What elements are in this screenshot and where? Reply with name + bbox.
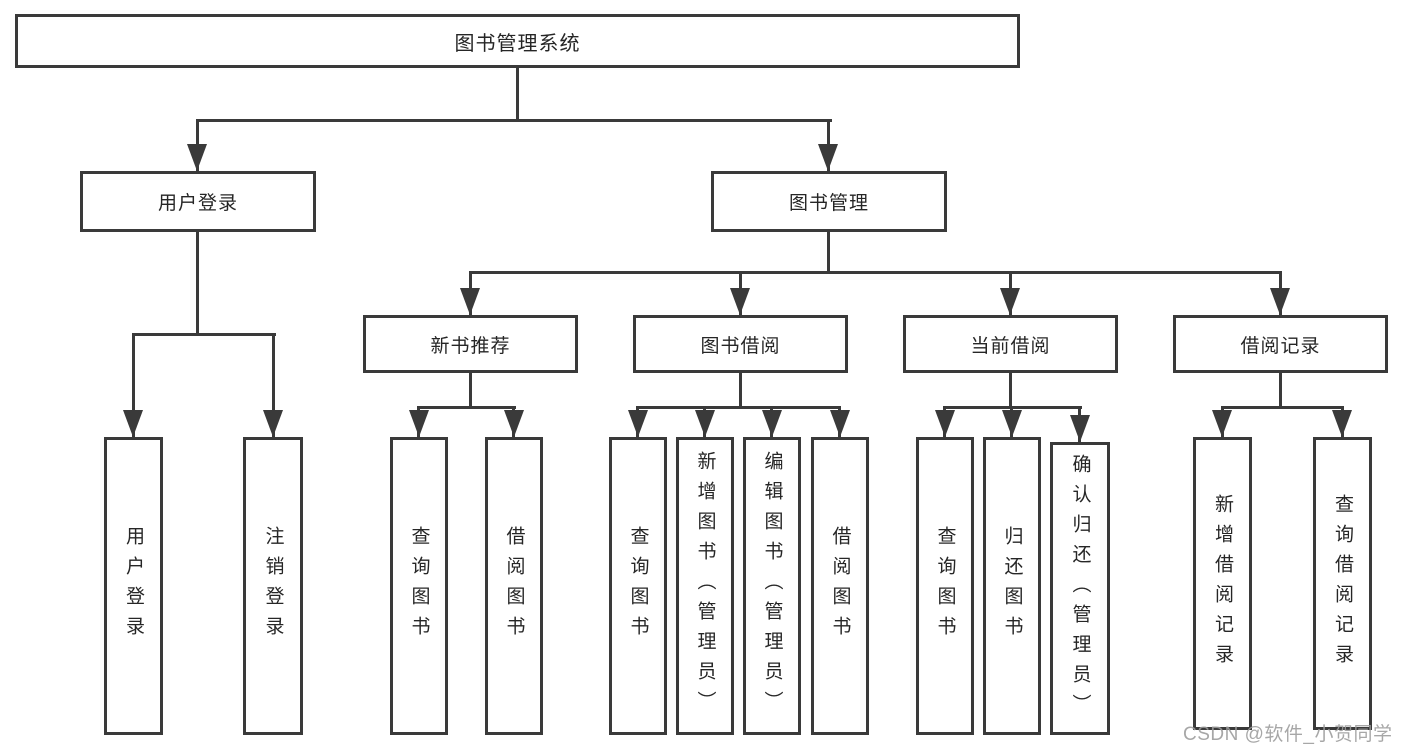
node-borrow-books-recommend: 借阅图书 [485,437,543,735]
node-return-books: 归还图书 [983,437,1041,735]
arrowhead-down-icon [1270,288,1290,315]
node-borrow-books-leaf: 借阅图书 [811,437,869,735]
node-borrow-books-leaf-label: 借阅图书 [829,526,851,646]
connector-line [417,406,516,409]
node-user-login-label: 用户登录 [157,193,238,214]
connector-line [1279,373,1282,409]
node-book-borrow-label: 图书借阅 [700,335,781,357]
node-query-books-current: 查询图书 [916,437,974,735]
node-add-borrow-record: 新增借阅记录 [1193,437,1252,730]
connector-line [196,232,199,336]
node-query-books-borrow: 查询图书 [609,437,667,735]
arrowhead-down-icon [818,144,838,171]
node-query-books-recommend: 查询图书 [390,437,448,735]
node-query-borrow-record-label: 查询借阅记录 [1332,493,1353,674]
node-edit-books-admin-label: 编辑图书（管理员） [761,451,783,721]
node-add-books-admin: 新增图书（管理员） [676,437,734,735]
arrowhead-down-icon [628,410,648,437]
connector-line [469,373,472,409]
arrowhead-down-icon [730,288,750,315]
node-edit-books-admin: 编辑图书（管理员） [743,437,801,735]
node-borrow-books-recommend-label: 借阅图书 [503,526,525,646]
arrowhead-down-icon [409,410,429,437]
arrowhead-down-icon [1212,410,1232,437]
node-confirm-return-admin-label: 确认归还（管理员） [1069,453,1091,724]
connector-line [516,68,519,122]
arrowhead-down-icon [1000,288,1020,315]
connector-line [739,373,742,409]
node-add-books-admin-label: 新增图书（管理员） [694,451,716,721]
node-book-management: 图书管理 [711,171,947,232]
node-current-borrow: 当前借阅 [903,315,1118,373]
node-query-books-current-label: 查询图书 [934,526,956,646]
connector-line [827,232,830,274]
node-current-borrow-label: 当前借阅 [970,335,1051,357]
arrowhead-down-icon [1002,410,1022,437]
connector-line [1221,406,1344,409]
node-borrow-records: 借阅记录 [1173,315,1388,373]
arrowhead-down-icon [263,410,283,437]
node-borrow-records-label: 借阅记录 [1240,335,1321,357]
arrowhead-down-icon [830,410,850,437]
node-new-book-recommend-label: 新书推荐 [430,335,511,357]
node-confirm-return-admin: 确认归还（管理员） [1050,442,1110,735]
arrowhead-down-icon [762,410,782,437]
arrowhead-down-icon [123,410,143,437]
node-user-login-leaf: 用户登录 [104,437,163,735]
arrowhead-down-icon [935,410,955,437]
node-user-login: 用户登录 [80,171,316,232]
node-logout-leaf-label: 注销登录 [262,526,284,646]
watermark-text: CSDN @软件_小贺同学 [1183,724,1393,745]
connector-line [132,333,135,437]
node-query-books-borrow-label: 查询图书 [627,526,649,646]
arrowhead-down-icon [460,288,480,315]
node-user-login-leaf-label: 用户登录 [123,526,144,646]
node-root-label: 图书管理系统 [454,32,581,55]
node-book-borrow: 图书借阅 [633,315,848,373]
arrowhead-down-icon [1332,410,1352,437]
connector-line [272,333,275,437]
node-return-books-label: 归还图书 [1001,526,1023,646]
node-new-book-recommend: 新书推荐 [363,315,578,373]
connector-line [196,119,832,122]
arrowhead-down-icon [187,144,207,171]
connector-line [636,406,841,409]
node-logout-leaf: 注销登录 [243,437,303,735]
connector-line [1009,373,1012,409]
arrowhead-down-icon [1070,415,1090,442]
node-query-books-recommend-label: 查询图书 [408,526,430,646]
node-query-borrow-record: 查询借阅记录 [1313,437,1372,730]
arrowhead-down-icon [695,410,715,437]
node-add-borrow-record-label: 新增借阅记录 [1212,493,1233,674]
connector-line [469,271,1282,274]
connector-line [132,333,276,336]
node-book-management-label: 图书管理 [788,193,869,214]
arrowhead-down-icon [504,410,524,437]
node-root: 图书管理系统 [15,14,1020,68]
